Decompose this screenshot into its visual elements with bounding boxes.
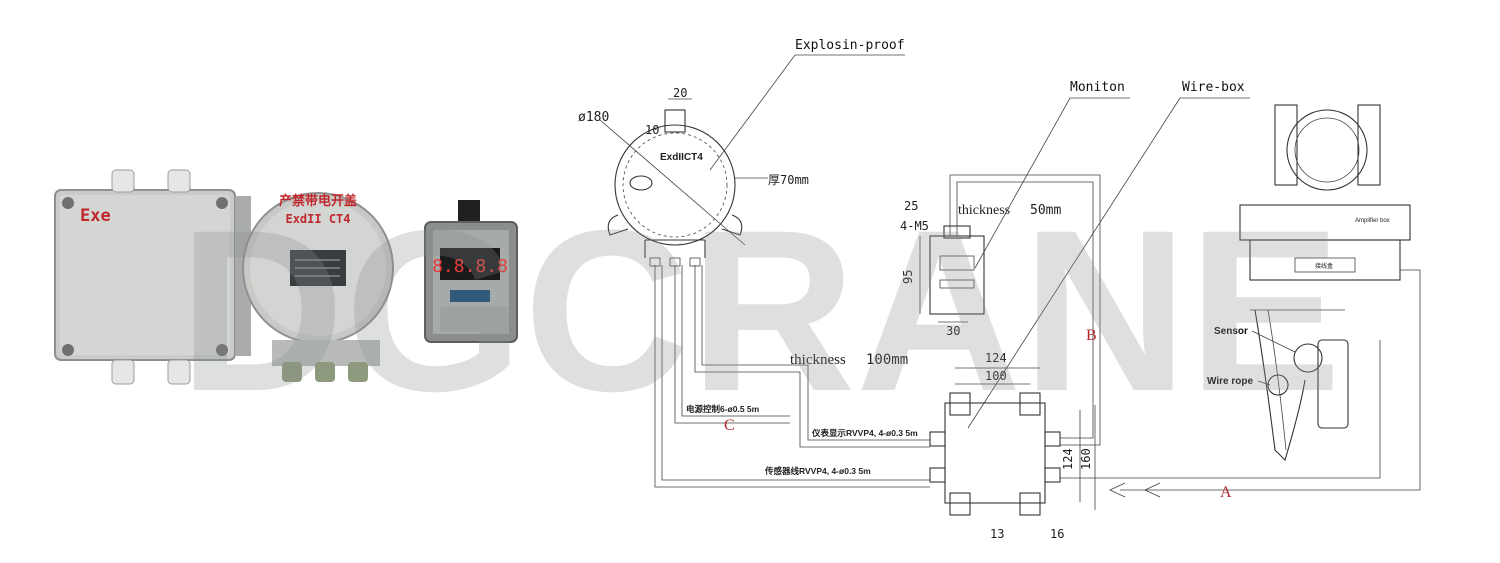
display-instrument-photo: 8.8.8.8	[424, 200, 518, 343]
thickness-val-1: 50mm	[1030, 203, 1061, 218]
cable-display-label: 仪表显示RVVP4, 4-ø0.3 5m	[811, 428, 918, 438]
thickness-word-1: thickness	[958, 203, 1010, 218]
exd-marking: ExdIICT4	[660, 152, 703, 163]
dim-10-label: 10	[645, 123, 659, 137]
explosion-proof-label: Explosin-proof	[795, 38, 905, 53]
big-box-label: Exe	[80, 206, 111, 226]
dim-124-side-label: 124	[1061, 448, 1075, 470]
m5-label: 4-M5	[900, 219, 929, 233]
dim-13-label: 13	[990, 527, 1004, 541]
thick-70-label: 厚70mm	[768, 173, 809, 187]
dim-124-top-label: 124	[985, 351, 1007, 365]
dim-25-label: 25	[904, 199, 918, 213]
cable-lines: 电源控制6-ø0.5 5m 仪表显示RVVP4, 4-ø0.3 5m 传感器线R…	[654, 174, 1421, 501]
wirebox-drawing: 124 100 124 160 13 16 thickness 100mm Wi…	[790, 80, 1250, 541]
round-box-photo: 产禁带电开盖 ExdII CT4	[242, 192, 394, 382]
dim-160-label: 160	[1079, 448, 1093, 470]
small-label: 接线盒	[1315, 262, 1333, 270]
dia-180-label: ø180	[578, 110, 609, 125]
watermark: DGCRANE	[179, 182, 1342, 439]
thickness-val-2: 100mm	[866, 352, 908, 368]
cable-sensor-label: 传感器线RVVP4, 4-ø0.3 5m	[764, 466, 871, 476]
cable-power-label: 电源控制6-ø0.5 5m	[686, 404, 760, 414]
dim-16-label: 16	[1050, 527, 1064, 541]
thickness-word-2: thickness	[790, 352, 846, 368]
dim-20-label: 20	[673, 86, 687, 100]
display-digits: 8.8.8.8	[432, 256, 508, 277]
round-box-label-line1: 产禁带电开盖	[279, 193, 357, 208]
dim-30-label: 30	[946, 324, 960, 338]
big-junction-box-photo: Exe	[54, 169, 251, 385]
dim-95-label: 95	[901, 270, 915, 284]
letter-b: B	[1086, 327, 1097, 344]
round-box-label-line2: ExdII CT4	[285, 212, 350, 226]
wirebox-label: Wire-box	[1182, 80, 1245, 95]
dim-100-label: 100	[985, 369, 1007, 383]
letter-a: A	[1220, 484, 1232, 501]
sensor-label: Sensor	[1214, 326, 1248, 337]
amplifier-label: Amplifier box	[1355, 218, 1390, 224]
monitor-label: Moniton	[1070, 80, 1125, 95]
sensor-assembly-drawing: Amplifier box 接线盒 Sensor Wire rope	[1207, 104, 1411, 462]
explosion-proof-drawing: ø180 20 10 ExdIICT4 厚70mm Explosin-proof	[578, 38, 905, 267]
monitor-drawing: 25 4-M5 95 30 thickness 50mm Moniton	[900, 80, 1130, 338]
wire-rope-label: Wire rope	[1207, 376, 1253, 387]
letter-c: C	[724, 417, 735, 434]
